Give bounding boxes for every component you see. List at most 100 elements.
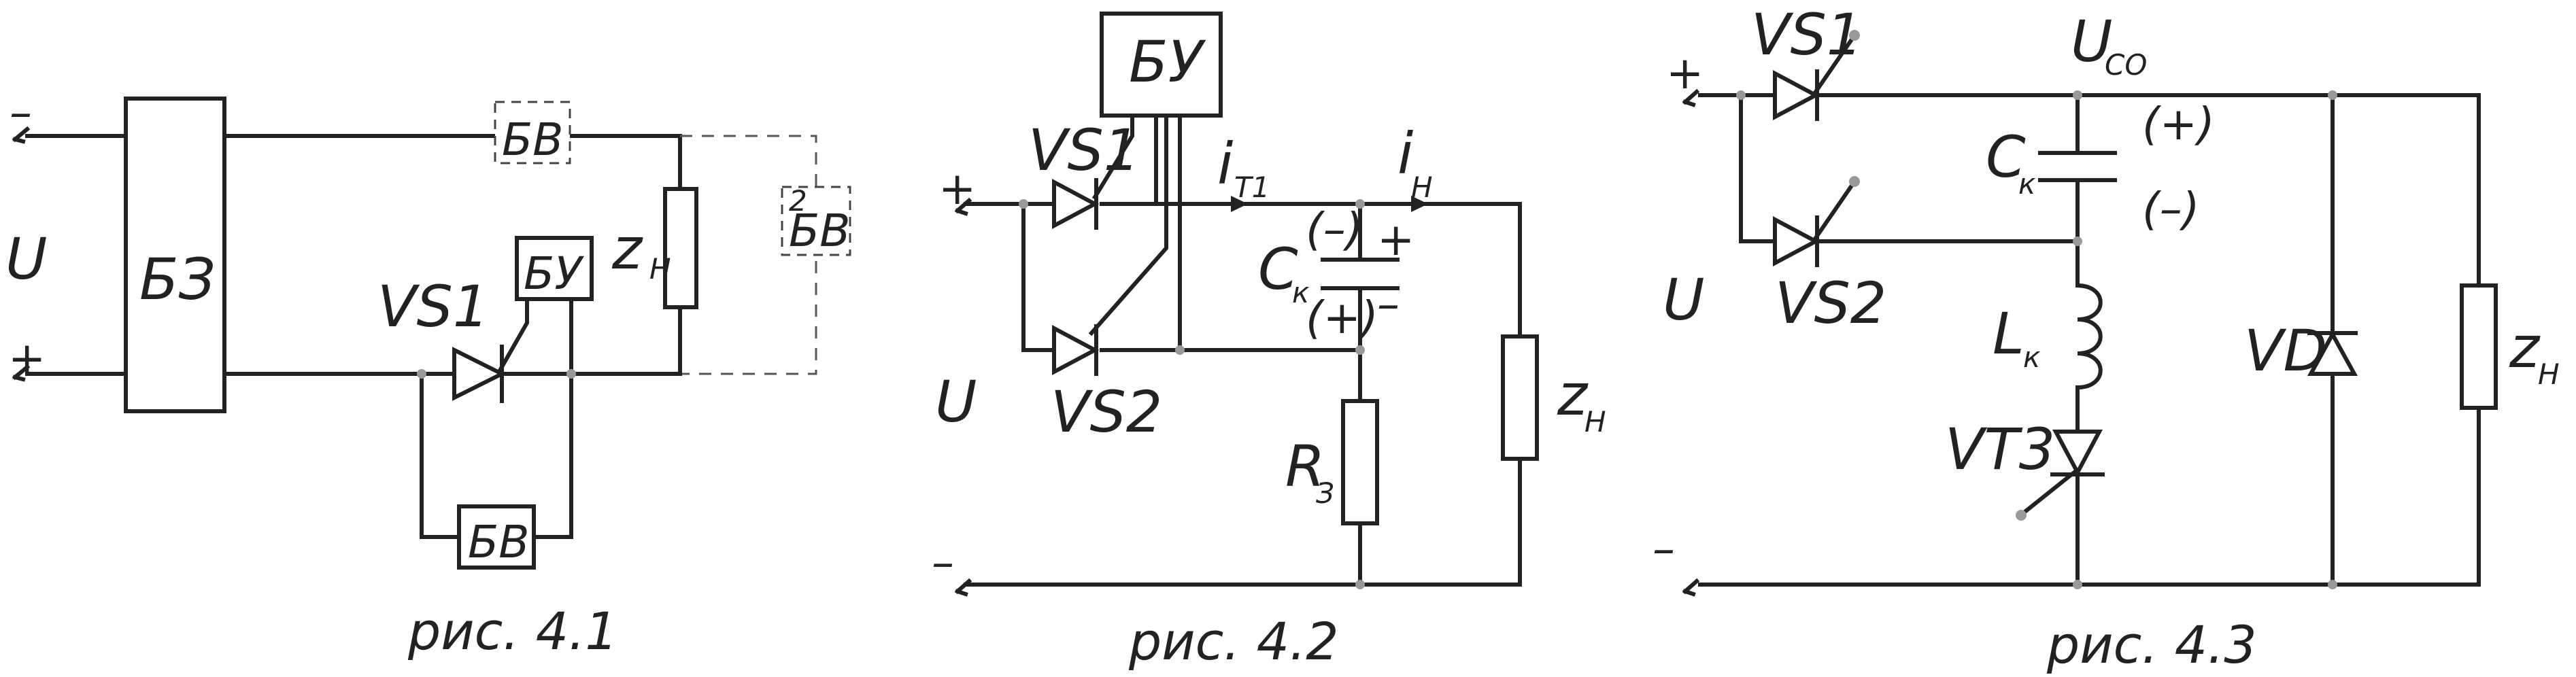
terminal-plus-marker — [954, 197, 972, 216]
gate-wire-vs2 — [1088, 114, 1168, 336]
figure-caption: рис. 4.3 — [2046, 614, 2257, 675]
cap-sub-label: к — [1292, 276, 1310, 309]
thyristor-vs1-label: VS1 — [377, 273, 489, 340]
block-bu — [1100, 12, 1223, 118]
load-z-label: z — [1557, 362, 1589, 428]
block-bv-bottom — [457, 504, 536, 570]
load-z-label: z — [611, 215, 643, 282]
voltage-label: U — [1663, 266, 1704, 333]
current-h-sub: Н — [1411, 171, 1433, 204]
plus-label: + — [8, 332, 46, 385]
node-dot — [566, 369, 576, 379]
node-dot — [1175, 345, 1185, 355]
voltage-label: U — [5, 226, 47, 292]
cap-pos-label: (+) — [2142, 98, 2215, 150]
cap-polarity-pos: (+) — [1306, 292, 1378, 344]
thyristor-vs1-gate — [1812, 34, 1857, 95]
gate-terminal — [1849, 176, 1860, 187]
thyristor-vt3 — [2052, 430, 2103, 477]
terminal-minus-marker — [1682, 578, 1700, 597]
block-bu — [515, 236, 594, 301]
minus-label: – — [10, 86, 32, 139]
current-arrow-h-head — [1411, 196, 1428, 212]
block-bz-label: БЗ — [139, 246, 215, 313]
plus-label: + — [1666, 47, 1704, 99]
load-z-label: z — [2509, 314, 2541, 381]
load-zh — [663, 187, 698, 309]
wire-vs2-branch — [1739, 93, 2080, 243]
cap-plus-label: + — [1377, 213, 1414, 266]
load-zh — [2460, 283, 2498, 410]
thyristor-vt3-label: VT3 — [1945, 416, 2055, 483]
node-dot — [1019, 199, 1028, 209]
node-dot — [1355, 580, 1365, 589]
inductor-lk — [2075, 283, 2103, 417]
cap-neg-label: (–) — [2142, 183, 2200, 235]
thyristor-vs1-label: VS1 — [1751, 1, 1863, 68]
gate-wire-vs1 — [1091, 114, 1134, 201]
thyristor-vs2-gate — [1812, 180, 1857, 241]
wire-vs2-branch — [1021, 202, 1362, 352]
current-h-label: i — [1397, 120, 1413, 187]
load-sub-label: Н — [2538, 358, 2560, 391]
block-bu-label: БУ — [1129, 29, 1206, 95]
thyristor-vs1 — [452, 347, 507, 401]
cap-sub-label: к — [2018, 167, 2036, 201]
block-bv-right-label: БВ — [789, 205, 851, 257]
cap-c-label: C — [1986, 124, 2026, 190]
figure-4-3: + VS1 U СО VS2 C к (+) (–) L к VT3 — [1653, 1, 2560, 675]
cap-minus-label: – — [1377, 278, 1400, 330]
u-co-label: U — [2071, 8, 2112, 75]
thyristor-vs1 — [1773, 70, 1820, 120]
diode-vd — [2307, 330, 2358, 376]
node-dot — [417, 369, 426, 379]
inductor-l-label: L — [1993, 300, 2024, 367]
current-arrow-t1-head — [1231, 196, 1248, 212]
node-dot — [1355, 199, 1365, 209]
thyristor-vs2 — [1052, 325, 1100, 375]
figure-caption: рис. 4.2 — [1128, 611, 1339, 672]
current-t1-label: i — [1217, 131, 1233, 197]
resistor-sub-label: З — [1316, 476, 1334, 510]
plus-label: + — [938, 162, 976, 215]
thyristor-vs2-label: VS2 — [1051, 379, 1162, 445]
thyristor-vs1 — [1052, 179, 1100, 229]
terminal-plus-marker — [1682, 88, 1700, 107]
block-bv-top — [494, 101, 571, 164]
thyristor-vs1-label: VS1 — [1028, 117, 1140, 184]
resistor-r3 — [1341, 399, 1379, 525]
u-co-sub: СО — [2105, 48, 2147, 82]
capacitor-ck — [1321, 258, 1400, 290]
diode-vd-label: VD — [2244, 317, 2327, 384]
node-dot — [1736, 90, 1746, 100]
block-bv-right — [781, 186, 851, 256]
load-zh — [1501, 334, 1539, 461]
minus-label: – — [1653, 523, 1675, 575]
terminal-minus-marker — [954, 578, 972, 597]
current-t1-sub: Т1 — [1234, 171, 1270, 204]
wire-bv-bypass — [420, 372, 573, 539]
cap-polarity-neg: (–) — [1306, 203, 1363, 256]
block-bv-bottom-label: БВ — [468, 516, 530, 568]
node-dot — [2073, 90, 2082, 100]
block-bu-label: БУ — [524, 247, 584, 300]
load-sub-label: Н — [649, 252, 671, 285]
inductor-sub-label: к — [2023, 341, 2041, 374]
cap-c-label: C — [1258, 236, 1298, 302]
voltage-label: U — [935, 368, 977, 435]
node-dot — [2328, 580, 2337, 589]
resistor-r-label: R — [1285, 433, 1325, 500]
minus-label: – — [932, 536, 954, 589]
block-bv-top-label: БВ — [502, 114, 564, 166]
block-bz — [124, 97, 226, 413]
terminal-minus-marker — [12, 126, 31, 144]
figure-4-2: БУ + VS1 i Т1 i Н VS2 (–) (+) + – C к — [932, 12, 1606, 672]
gate-terminal — [2016, 510, 2027, 521]
thyristor-vt3-gate — [2020, 469, 2078, 517]
gate-terminal — [1849, 30, 1860, 41]
load-sub-label: Н — [1584, 405, 1606, 438]
figure-4-1: – + U БЗ БВ z Н 2 БВ VS1 БУ БВ — [5, 86, 851, 661]
node-dot — [2328, 90, 2337, 100]
capacitor-ck — [2038, 151, 2117, 182]
